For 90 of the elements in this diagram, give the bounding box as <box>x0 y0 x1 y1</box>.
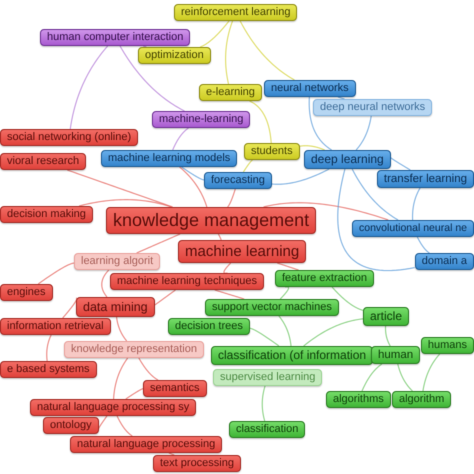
keyword-label: humans <box>420 337 474 354</box>
keyword-label: machine learning <box>178 240 306 263</box>
keyword-label: machine learning techniques <box>110 273 264 290</box>
link-curve <box>67 169 173 208</box>
keyword-label: deep neural networks <box>313 99 432 116</box>
keyword-label: classification (of information <box>211 346 374 365</box>
link-curve <box>101 270 110 298</box>
keyword-label: support vector machines <box>205 299 339 316</box>
link-curve <box>416 236 430 254</box>
keyword-label: convolutional neural ne <box>352 220 474 237</box>
link-curve <box>300 145 325 151</box>
link-curve <box>46 334 52 362</box>
link-curve <box>249 100 272 144</box>
keyword-label: vioral research <box>0 153 86 170</box>
keyword-label: information retrieval <box>0 318 111 335</box>
link-curve <box>116 316 128 342</box>
keyword-label: supervised learning <box>213 369 322 386</box>
link-curve <box>116 416 133 436</box>
keyword-label: data mining <box>76 297 155 317</box>
link-curve <box>113 358 128 400</box>
keyword-label: feature extraction <box>275 270 374 287</box>
link-curve <box>214 289 244 300</box>
link-curve <box>225 20 234 84</box>
keyword-label: algorithm <box>392 391 452 408</box>
link-curve <box>262 386 266 422</box>
keyword-label: forecasting <box>204 172 272 189</box>
keyword-label: decision trees <box>168 318 250 335</box>
link-curve <box>422 354 440 392</box>
link-curve <box>308 96 332 150</box>
keyword-label: article <box>363 307 410 326</box>
keyword-label: ontology <box>43 417 99 434</box>
keyword-label: text processing <box>153 455 241 472</box>
keyword-label: human <box>371 346 420 364</box>
link-curve <box>263 202 388 221</box>
link-curve <box>242 159 254 172</box>
link-curve <box>227 188 236 208</box>
link-curve <box>38 262 74 284</box>
link-curve <box>125 388 144 400</box>
link-curve <box>70 46 108 130</box>
link-curve <box>384 326 391 346</box>
keyword-label: semantics <box>143 380 207 397</box>
keyword-label: engines <box>0 284 53 301</box>
keyword-label: natural language processing sy <box>30 399 196 416</box>
link-curve <box>240 20 295 81</box>
link-curve <box>138 358 158 381</box>
link-curve <box>276 262 299 271</box>
link-curve <box>412 188 421 220</box>
keyword-label: learning algorit <box>74 253 160 270</box>
link-curve <box>361 364 382 392</box>
keyword-label: knowledge management <box>106 207 316 234</box>
link-curve <box>352 168 398 221</box>
link-curve <box>78 199 172 208</box>
link-curve <box>390 156 411 171</box>
link-curve <box>332 286 364 311</box>
link-curve <box>181 166 204 180</box>
keyword-label: machine learning models <box>101 150 238 167</box>
link-curve <box>303 318 364 346</box>
link-curve <box>250 328 280 346</box>
keyword-label: neural networks <box>264 80 356 97</box>
link-curve <box>356 116 372 150</box>
link-curve <box>136 233 180 254</box>
keyword-label: algorithms <box>326 391 391 408</box>
keyword-label: social networking (online) <box>0 129 138 146</box>
link-curve <box>397 364 413 392</box>
keyword-label: transfer learning <box>376 170 474 188</box>
keyword-label: e-learning <box>199 84 262 101</box>
link-curve <box>280 286 290 300</box>
keyword-label: optimization <box>138 47 211 64</box>
link-curve <box>223 262 232 274</box>
keyword-label: knowledge representation <box>64 341 204 358</box>
keyword-label: e based systems <box>0 361 97 378</box>
link-curve <box>272 168 330 185</box>
link-curve <box>172 128 189 150</box>
keyword-label: machine-learning <box>152 111 250 128</box>
keyword-label: classification <box>229 421 306 438</box>
keyword-label: reinforcement learning <box>174 4 298 21</box>
link-curve <box>278 316 292 346</box>
link-curve <box>337 168 415 272</box>
keyword-label: students <box>244 143 300 160</box>
keyword-label: natural language processing <box>70 436 222 453</box>
keyword-label: human computer interaction <box>40 29 190 46</box>
link-curve <box>120 46 185 112</box>
link-curve <box>154 290 176 306</box>
link-curve <box>62 297 78 318</box>
link-curve <box>98 416 108 430</box>
link-curve <box>179 166 208 208</box>
keyword-label: deep learning <box>304 150 391 169</box>
link-curve <box>200 20 230 48</box>
keyword-label: domain a <box>414 253 474 270</box>
keyword-label: decision making <box>0 206 93 223</box>
